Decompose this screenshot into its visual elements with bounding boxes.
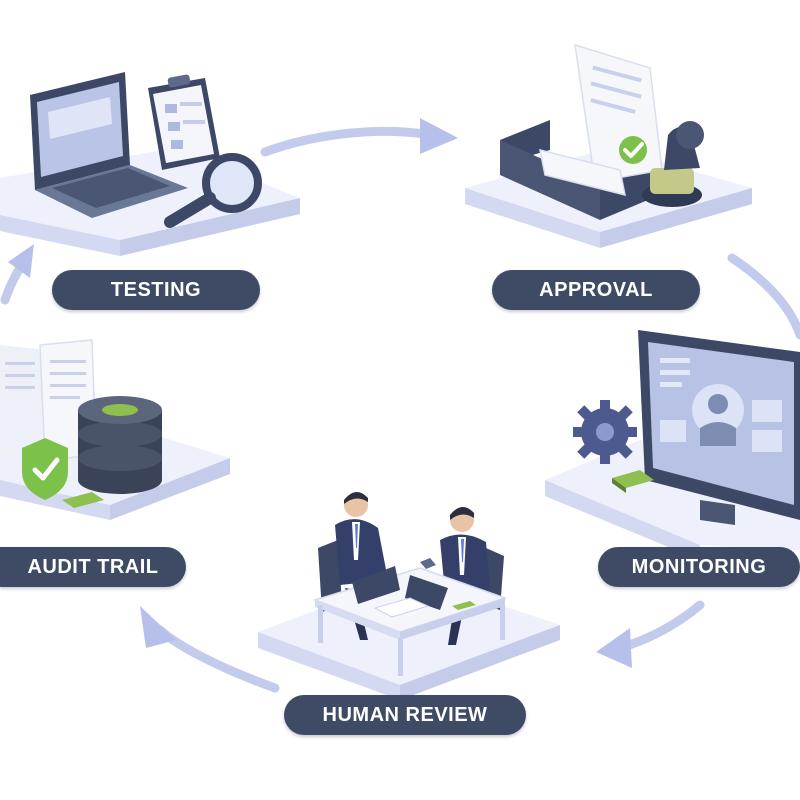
arrow-head-testing: [8, 244, 34, 278]
database-icon: [78, 396, 162, 494]
label-approval: APPROVAL: [492, 270, 700, 310]
stamp-icon: [642, 121, 704, 207]
document-icon: [539, 43, 663, 197]
label-human-review: HUMAN REVIEW: [284, 695, 526, 735]
arrow-approval-to-monitoring: [727, 253, 800, 340]
monitoring-scene: [545, 330, 800, 560]
arrow-head-review: [596, 628, 632, 668]
tray-icon: [500, 120, 660, 220]
arrow-monitoring-to-review: [615, 600, 705, 653]
clipboard-icon: [148, 74, 220, 170]
magnifier-icon: [164, 153, 262, 228]
label-monitoring: MONITORING: [598, 547, 800, 587]
chip-icon: [612, 470, 654, 493]
arrow-review-to-audit: [155, 625, 280, 693]
testing-scene: [0, 72, 300, 256]
chip-small-icon: [62, 492, 104, 508]
approval-scene: [465, 43, 752, 248]
check-icon: [619, 136, 647, 164]
phone-icon: [452, 601, 476, 610]
shield-icon: [22, 438, 68, 500]
laptop-icon: [30, 72, 188, 218]
audit-trail-scene: [0, 339, 230, 520]
label-testing: TESTING: [52, 270, 260, 310]
label-audit-trail: AUDIT TRAIL: [0, 547, 186, 587]
paper-icon: [373, 597, 430, 618]
gear-icon: [573, 400, 637, 464]
cycle-arrows: [0, 118, 800, 693]
cube-icon: [420, 558, 436, 569]
arrow-head-audit: [140, 606, 176, 648]
human-review-scene: [258, 491, 560, 700]
arrow-testing-to-approval: [260, 126, 430, 157]
monitor-icon: [638, 330, 800, 525]
arrow-head-approval: [420, 118, 458, 154]
laptop-left-icon: [352, 566, 400, 604]
